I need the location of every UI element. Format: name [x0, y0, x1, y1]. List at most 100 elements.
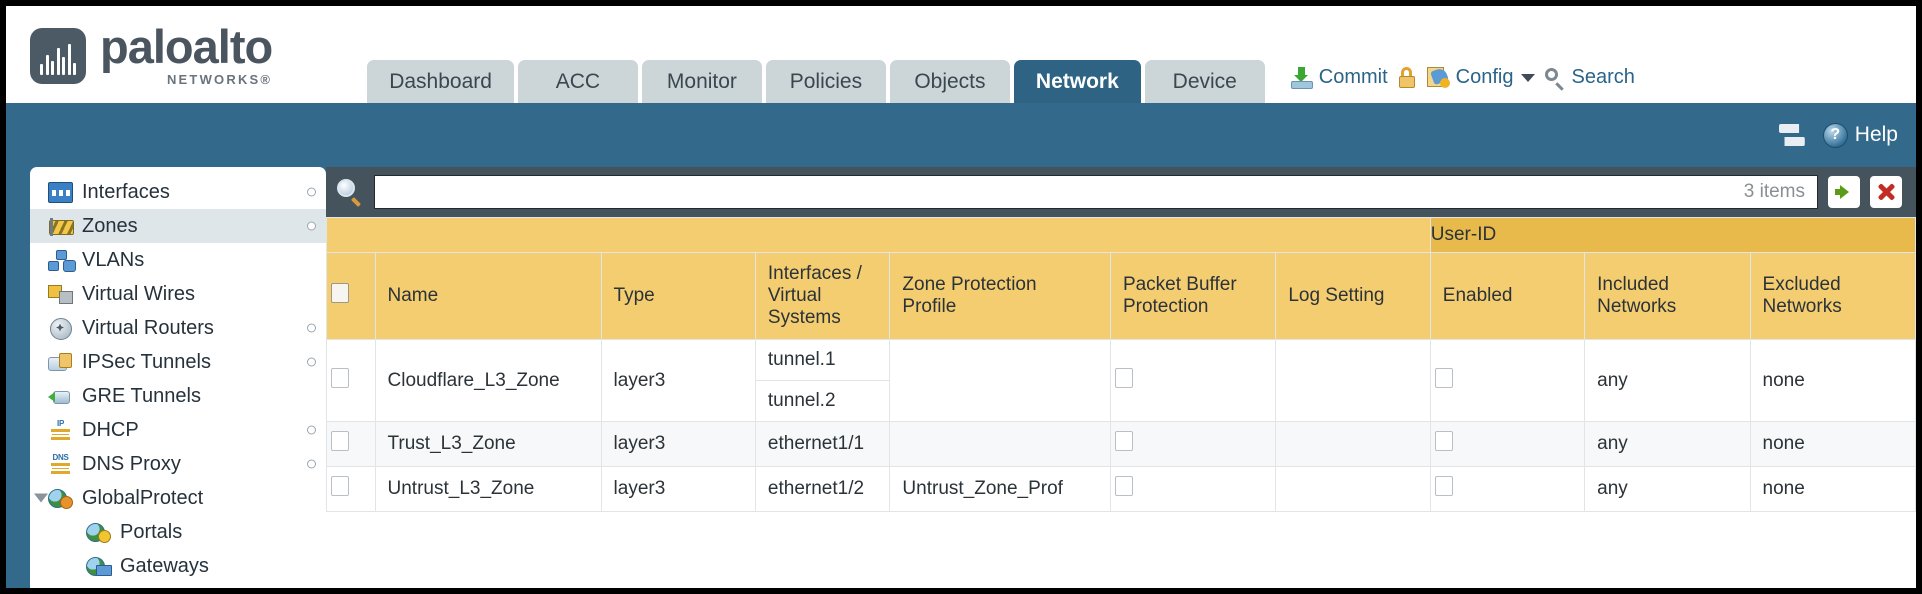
search-button[interactable]: Search — [1545, 66, 1635, 91]
group-header-spacer — [326, 217, 1431, 253]
refresh-icon[interactable] — [1777, 122, 1807, 148]
select-all-checkbox[interactable] — [331, 283, 349, 303]
table-row[interactable]: Trust_L3_Zone layer3 ethernet1/1 a — [326, 421, 1916, 467]
user-id-enabled-checkbox[interactable] — [1434, 367, 1453, 388]
cell-packet-buffer-protection[interactable] — [1109, 339, 1277, 422]
commit-button[interactable]: Commit — [1290, 66, 1388, 89]
lock-icon[interactable] — [1398, 67, 1417, 88]
cell-user-id-enabled[interactable] — [1429, 421, 1586, 467]
cell-type: layer3 — [600, 421, 756, 467]
search-icon — [1545, 67, 1565, 91]
cell-user-id-enabled[interactable] — [1429, 339, 1586, 422]
sidebar-item-ipsec-tunnels[interactable]: IPSec Tunnels — [30, 345, 326, 379]
column-header-name[interactable]: Name — [374, 252, 602, 340]
cell-type: layer3 — [600, 466, 756, 512]
cell-interfaces: tunnel.1 tunnel.2 — [754, 339, 891, 422]
cell-packet-buffer-protection[interactable] — [1109, 466, 1277, 512]
sidebar-item-vlans[interactable]: VLANs — [30, 243, 326, 277]
tab-network[interactable]: Network — [1013, 60, 1141, 103]
sidebar-label: Virtual Routers — [82, 316, 214, 339]
status-dot — [307, 357, 316, 367]
help-label: Help — [1854, 123, 1898, 146]
sidebar-item-gateways[interactable]: Gateways — [30, 549, 326, 583]
select-all-header[interactable] — [326, 252, 376, 340]
header-line: Networks — [1762, 296, 1842, 317]
zones-table-container: User-ID Name Type Interfaces / Virtual — [326, 217, 1916, 588]
row-checkbox[interactable] — [331, 431, 349, 451]
sidebar-item-virtual-wires[interactable]: Virtual Wires — [30, 277, 326, 311]
interface-entry: tunnel.2 — [767, 390, 836, 411]
sidebar-item-virtual-routers[interactable]: Virtual Routers — [30, 311, 326, 345]
column-header-enabled[interactable]: Enabled — [1429, 252, 1586, 340]
column-header-packet-buffer-protection[interactable]: Packet Buffer Protection — [1109, 252, 1277, 340]
apply-filter-button[interactable] — [1828, 176, 1860, 208]
column-header-zone-protection-profile[interactable]: Zone Protection Profile — [889, 252, 1111, 340]
cell-packet-buffer-protection[interactable] — [1109, 421, 1277, 467]
main-nav-tabs: Dashboard ACC Monitor Policies Objects N… — [367, 60, 1265, 103]
cell-included-networks: any — [1584, 421, 1751, 467]
tab-monitor[interactable]: Monitor — [641, 60, 762, 103]
magnifier-icon[interactable] — [336, 178, 364, 207]
search-input[interactable]: 3 items — [374, 175, 1818, 209]
expand-triangle-icon[interactable] — [34, 493, 48, 503]
config-icon — [1426, 66, 1450, 88]
table-row[interactable]: Cloudflare_L3_Zone layer3 tunnel.1 tunne… — [326, 339, 1916, 422]
column-header-excluded-networks[interactable]: Excluded Networks — [1749, 252, 1916, 340]
clear-filter-button[interactable] — [1870, 176, 1902, 208]
cell-log-setting — [1275, 466, 1431, 512]
cell-name[interactable]: Cloudflare_L3_Zone — [374, 339, 602, 422]
header-line: Interfaces / — [767, 263, 862, 284]
cell-name[interactable]: Trust_L3_Zone — [374, 421, 602, 467]
status-dot — [307, 187, 316, 197]
apply-filter-arrow-icon — [1834, 185, 1849, 199]
user-id-enabled-checkbox[interactable] — [1434, 431, 1453, 451]
page-body: Interfaces Zones VLANs Virtual Wires Vir… — [6, 167, 1916, 588]
sidebar-item-dns-proxy[interactable]: DNS DNS Proxy — [30, 447, 326, 481]
column-header-interfaces[interactable]: Interfaces / Virtual Systems — [754, 252, 891, 340]
row-checkbox[interactable] — [331, 476, 349, 496]
items-count: 3 items — [1743, 181, 1805, 202]
sidebar-label: Interfaces — [82, 180, 170, 203]
row-checkbox[interactable] — [331, 367, 349, 388]
config-menu[interactable]: Config — [1426, 66, 1536, 89]
column-header-included-networks[interactable]: Included Networks — [1584, 252, 1751, 340]
cell-name[interactable]: Untrust_L3_Zone — [374, 466, 602, 512]
cell-user-id-enabled[interactable] — [1429, 466, 1586, 512]
packet-buffer-checkbox[interactable] — [1114, 476, 1133, 496]
sidebar-item-gre-tunnels[interactable]: GRE Tunnels — [30, 379, 326, 413]
tab-policies[interactable]: Policies — [765, 60, 886, 103]
sidebar-label: Portals — [120, 520, 183, 543]
sub-header-band: ? Help — [6, 103, 1916, 167]
header-line: Zone Protection — [902, 274, 1037, 295]
column-header-type[interactable]: Type — [600, 252, 756, 340]
cell-log-setting — [1275, 421, 1431, 467]
header-actions: Commit Config Search — [1290, 66, 1635, 91]
sidebar-label: Gateways — [120, 554, 209, 577]
help-button[interactable]: ? Help — [1822, 122, 1898, 148]
sidebar-item-portals[interactable]: Portals — [30, 515, 326, 549]
header-line: Excluded — [1762, 274, 1841, 295]
sidebar-item-globalprotect[interactable]: GlobalProtect — [30, 481, 326, 515]
table-row[interactable]: Untrust_L3_Zone layer3 ethernet1/2 Untru… — [326, 466, 1916, 512]
sidebar-label: GRE Tunnels — [82, 384, 201, 407]
tab-acc[interactable]: ACC — [517, 60, 638, 103]
tab-device[interactable]: Device — [1144, 60, 1265, 103]
column-header-log-setting[interactable]: Log Setting — [1275, 252, 1431, 340]
sidebar-item-zones[interactable]: Zones — [30, 209, 326, 243]
commit-icon — [1290, 66, 1313, 89]
sidebar-item-interfaces[interactable]: Interfaces — [30, 175, 326, 209]
interfaces-icon — [48, 181, 73, 203]
row-select-cell[interactable] — [326, 466, 376, 512]
gateways-icon — [86, 556, 112, 577]
sidebar-item-dhcp[interactable]: IP DHCP — [30, 413, 326, 447]
row-select-cell[interactable] — [326, 339, 376, 422]
packet-buffer-checkbox[interactable] — [1114, 367, 1133, 388]
table-header-row: Name Type Interfaces / Virtual Systems Z… — [326, 252, 1916, 340]
user-id-enabled-checkbox[interactable] — [1434, 476, 1453, 496]
tab-objects[interactable]: Objects — [889, 60, 1010, 103]
packet-buffer-checkbox[interactable] — [1114, 431, 1133, 451]
tab-dashboard[interactable]: Dashboard — [367, 60, 514, 103]
row-select-cell[interactable] — [326, 421, 376, 467]
config-label: Config — [1455, 66, 1514, 88]
network-sidebar: Interfaces Zones VLANs Virtual Wires Vir… — [30, 167, 326, 588]
